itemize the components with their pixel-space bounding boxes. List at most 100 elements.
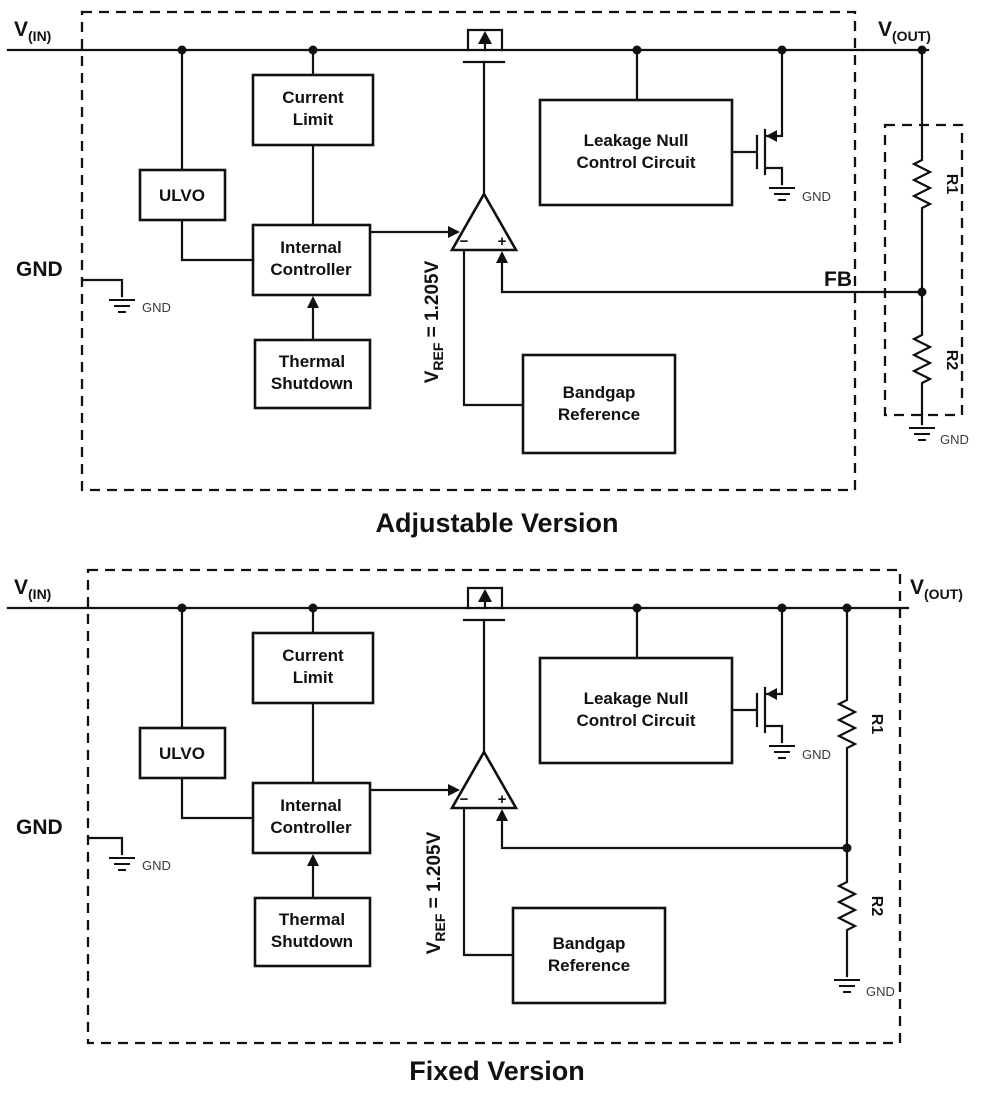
gnd-small-label: GND xyxy=(142,858,171,873)
block-label: Leakage Null xyxy=(584,131,689,150)
ground-icon xyxy=(109,299,135,313)
block-thermal-shutdown: Thermal Shutdown xyxy=(253,896,372,968)
junction-dot xyxy=(632,603,642,613)
block-current-limit: Current Limit xyxy=(251,73,375,147)
resistor-r1-icon xyxy=(836,606,858,850)
ic-boundary-box xyxy=(80,10,857,492)
junction-dot xyxy=(917,45,927,55)
vin-label: V(IN) xyxy=(14,576,51,602)
block-internal-controller: Internal Controller xyxy=(251,781,372,855)
gnd-small-label: GND xyxy=(802,747,831,762)
junction-dot xyxy=(842,603,852,613)
opamp-plus-label: + xyxy=(498,233,507,250)
block-label: Limit xyxy=(293,668,334,687)
block-label: Controller xyxy=(270,260,352,279)
block-bandgap-reference: Bandgap Reference xyxy=(511,906,667,1005)
error-amplifier-icon: − + xyxy=(449,191,519,252)
vref-label: VREF = 1.205V xyxy=(422,260,446,383)
block-thermal-shutdown: Thermal Shutdown xyxy=(253,338,372,410)
opamp-minus-label: − xyxy=(460,233,469,250)
block-label: Internal xyxy=(280,238,341,257)
block-label: Thermal xyxy=(279,352,345,371)
pass-transistor-icon xyxy=(462,28,506,64)
block-label: Shutdown xyxy=(271,374,353,393)
block-bandgap-reference: Bandgap Reference xyxy=(521,353,677,455)
opamp-plus-label: + xyxy=(498,791,507,808)
fb-label: FB xyxy=(824,268,852,291)
error-amplifier-icon: − + xyxy=(449,749,519,810)
ground-icon xyxy=(834,979,860,993)
junction-dot xyxy=(177,603,187,613)
junction-dot xyxy=(177,45,187,55)
resistor-r2-icon xyxy=(911,290,933,426)
external-divider-box xyxy=(883,123,964,417)
arrow-right-icon xyxy=(448,226,460,238)
ic-boundary-box xyxy=(86,568,902,1045)
arrow-up-icon xyxy=(496,251,508,263)
circuit-wires xyxy=(6,606,910,957)
block-ulvo: ULVO xyxy=(138,168,227,222)
junction-dot xyxy=(917,287,927,297)
r2-label: R2 xyxy=(943,350,960,371)
diagram-title-adjustable: Adjustable Version xyxy=(375,508,618,538)
resistor-r2-icon xyxy=(836,846,858,978)
block-label: Current xyxy=(282,646,344,665)
leakage-transistor-icon xyxy=(730,606,784,744)
block-label: Bandgap xyxy=(553,934,626,953)
arrow-up-icon xyxy=(307,296,319,308)
ground-icon xyxy=(769,745,795,759)
junction-dot xyxy=(777,603,787,613)
opamp-minus-label: − xyxy=(460,791,469,808)
leakage-transistor-icon xyxy=(730,48,784,186)
arrow-right-icon xyxy=(448,784,460,796)
gnd-small-label: GND xyxy=(802,189,831,204)
block-label: Current xyxy=(282,88,344,107)
gnd-small-label: GND xyxy=(940,432,969,447)
junction-dot xyxy=(308,45,318,55)
gnd-pin-label: GND xyxy=(16,816,63,839)
ground-icon xyxy=(109,857,135,871)
fixed-diagram: Current Limit ULVO Internal Controller T… xyxy=(6,568,963,1086)
block-label: ULVO xyxy=(159,744,205,763)
junction-dot xyxy=(632,45,642,55)
r1-label: R1 xyxy=(868,714,885,735)
block-leakage-null: Leakage Null Control Circuit xyxy=(538,656,734,765)
vout-label: V(OUT) xyxy=(878,18,931,44)
ground-icon xyxy=(909,427,935,441)
block-label: Limit xyxy=(293,110,334,129)
vin-label: V(IN) xyxy=(14,18,51,44)
adjustable-diagram: Current Limit ULVO Internal Controller T… xyxy=(6,10,969,538)
block-label: Reference xyxy=(558,405,640,424)
r2-label: R2 xyxy=(868,896,885,917)
block-label: Control Circuit xyxy=(577,153,696,172)
r1-label: R1 xyxy=(943,174,960,195)
block-label: Leakage Null xyxy=(584,689,689,708)
junction-dot xyxy=(842,843,852,853)
block-leakage-null: Leakage Null Control Circuit xyxy=(538,98,734,207)
block-current-limit: Current Limit xyxy=(251,631,375,705)
arrow-up-icon xyxy=(496,809,508,821)
block-label: Thermal xyxy=(279,910,345,929)
block-label: Bandgap xyxy=(563,383,636,402)
junction-dot xyxy=(777,45,787,55)
ground-icon xyxy=(769,187,795,201)
block-label: Reference xyxy=(548,956,630,975)
block-label: Controller xyxy=(270,818,352,837)
block-label: Control Circuit xyxy=(577,711,696,730)
arrow-up-icon xyxy=(307,854,319,866)
block-label: Shutdown xyxy=(271,932,353,951)
block-label: ULVO xyxy=(159,186,205,205)
block-internal-controller: Internal Controller xyxy=(251,223,372,297)
junction-dot xyxy=(308,603,318,613)
block-label: Internal xyxy=(280,796,341,815)
vref-label: VREF = 1.205V xyxy=(424,831,448,954)
gnd-small-label: GND xyxy=(142,300,171,315)
diagram-title-fixed: Fixed Version xyxy=(409,1056,585,1086)
resistor-r1-icon xyxy=(911,48,933,294)
gnd-pin-label: GND xyxy=(16,258,63,281)
vout-label: V(OUT) xyxy=(910,576,963,602)
block-ulvo: ULVO xyxy=(138,726,227,780)
pass-transistor-icon xyxy=(462,586,506,622)
